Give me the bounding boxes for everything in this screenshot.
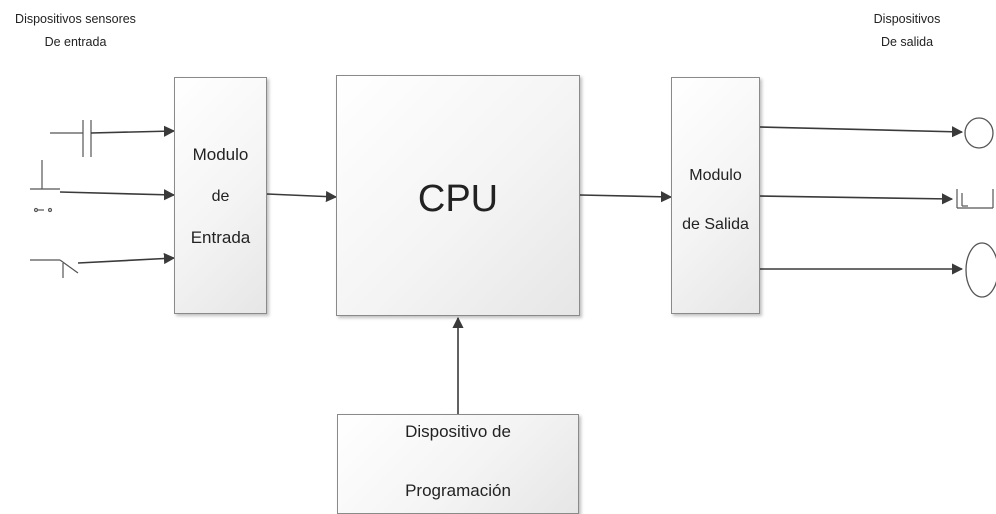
output-module-block: Modulo de Salida — [671, 77, 760, 314]
input-module-line2: de — [211, 188, 230, 205]
input-module-line3: Entrada — [190, 228, 251, 247]
input-arrow-3 — [77, 252, 176, 265]
programming-device-block: Dispositivo de Programación — [337, 414, 579, 514]
output-arrow-1 — [759, 126, 964, 138]
diagram-canvas — [30, 117, 996, 414]
input-module-block: Modulo de Entrada — [174, 77, 267, 314]
input-devices-line2: De entrada — [44, 35, 107, 49]
input-arrow-1 — [90, 125, 176, 137]
output-devices-label: Dispositivos De salida — [862, 12, 952, 49]
output-devices-line2: De salida — [880, 35, 934, 49]
output-devices-line1: Dispositivos — [873, 12, 941, 26]
output-module-line2: de Salida — [682, 216, 749, 233]
relay-icon — [956, 189, 994, 209]
output-module-line1: Modulo — [689, 167, 742, 184]
input-module-line1: Modulo — [192, 145, 249, 164]
pushbutton-icon — [30, 160, 60, 213]
input-devices-line1: Dispositivos sensores — [15, 12, 136, 26]
cpu-block: CPU — [336, 75, 580, 316]
input-to-cpu-arrow — [266, 190, 338, 203]
cpu-to-output-arrow — [579, 191, 673, 203]
switch-icon — [30, 259, 79, 278]
programming-device-line2: Programación — [405, 481, 511, 500]
capacitor-contact-icon — [50, 120, 92, 157]
output-arrow-2 — [759, 193, 954, 205]
lamp-icon — [964, 117, 994, 149]
input-devices-label: Dispositivos sensores De entrada — [8, 12, 143, 49]
cpu-label: CPU — [417, 178, 499, 220]
input-arrow-2 — [59, 189, 176, 201]
motor-icon — [965, 242, 996, 298]
programming-device-line1: Dispositivo de — [405, 422, 511, 441]
